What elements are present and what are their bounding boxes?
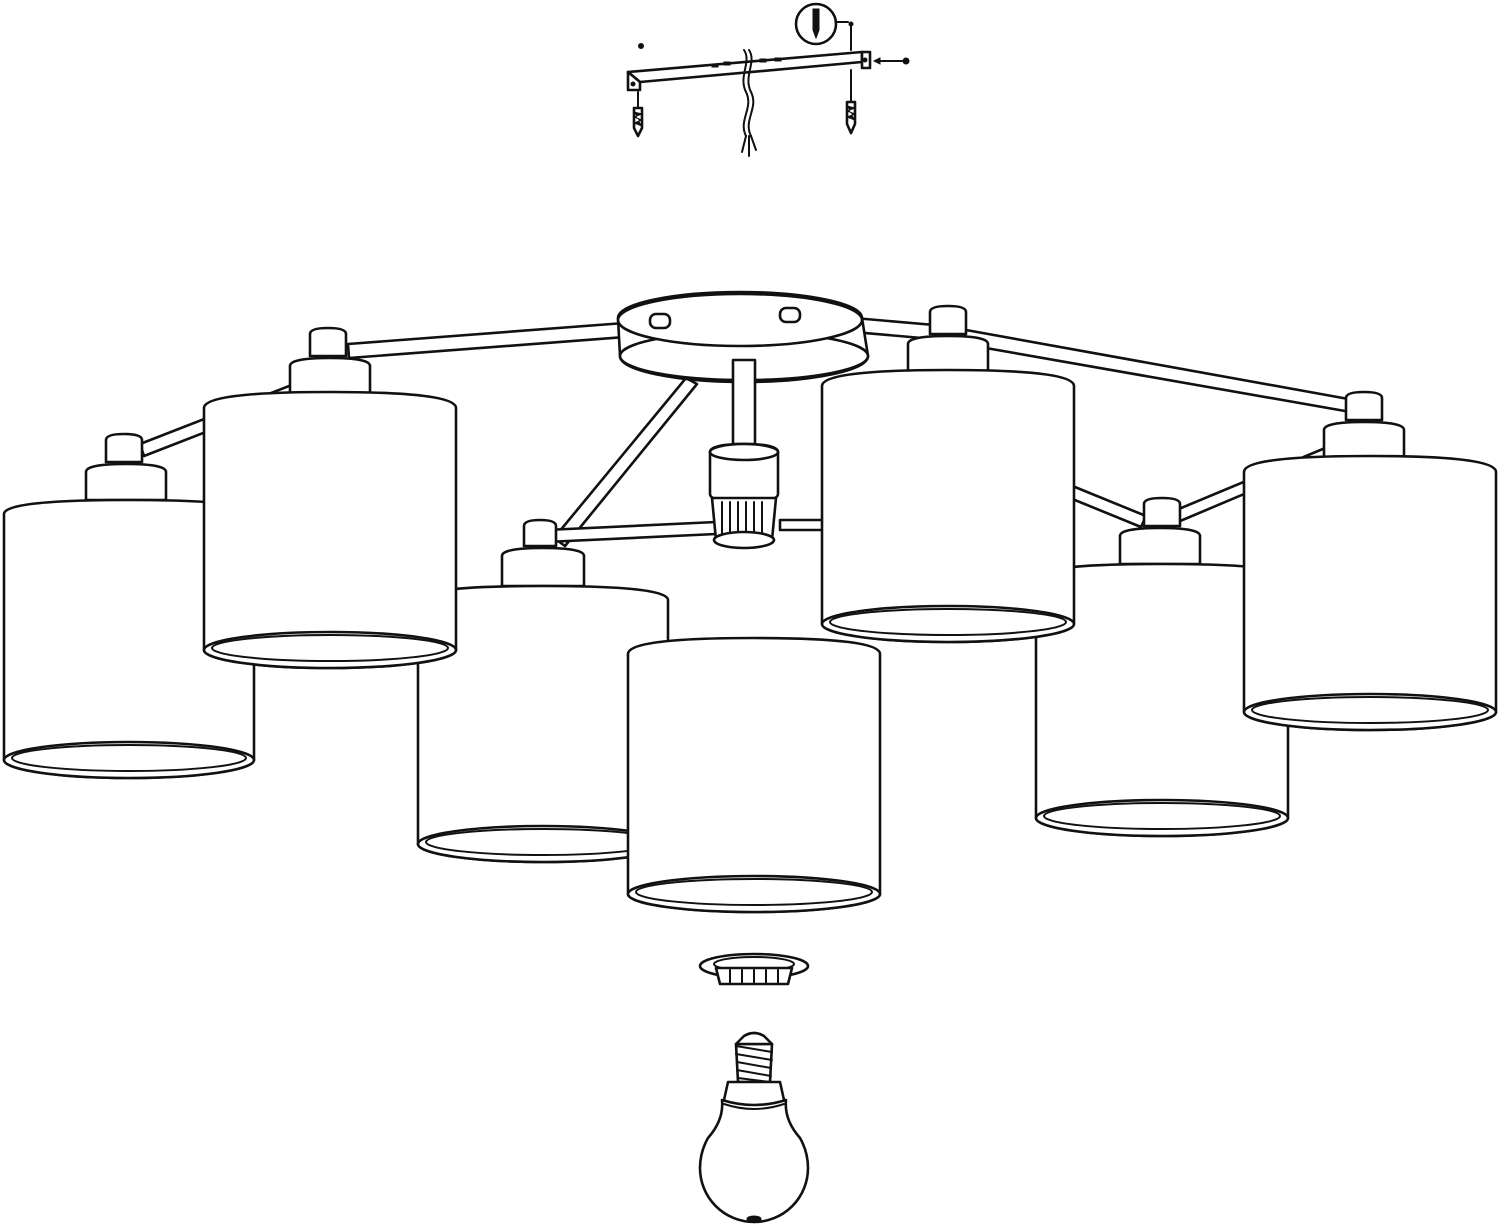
shade-far-left [2,498,256,780]
shade-back-left [202,390,458,670]
shade-ring [698,952,810,986]
bracket-slots [711,57,782,68]
center-socket [708,358,780,550]
shade-back-right [820,368,1076,644]
supply-cable [741,49,757,157]
screw-detail-callout [794,2,849,46]
led-bulb [698,1031,810,1224]
shade-front-left [416,584,670,864]
anchor-screw-left-icon [632,91,644,138]
shade-right-rear [1034,562,1290,838]
bulb-thread-icon [735,1045,773,1083]
anchor-screw-right-icon [845,69,857,135]
lamp-shades [2,368,1498,914]
socket-cups [84,304,1406,588]
ceiling-canopy [616,290,870,384]
shade-front-center [626,636,882,914]
bracket-screw-icon [638,21,910,65]
shade-far-right [1242,454,1498,732]
